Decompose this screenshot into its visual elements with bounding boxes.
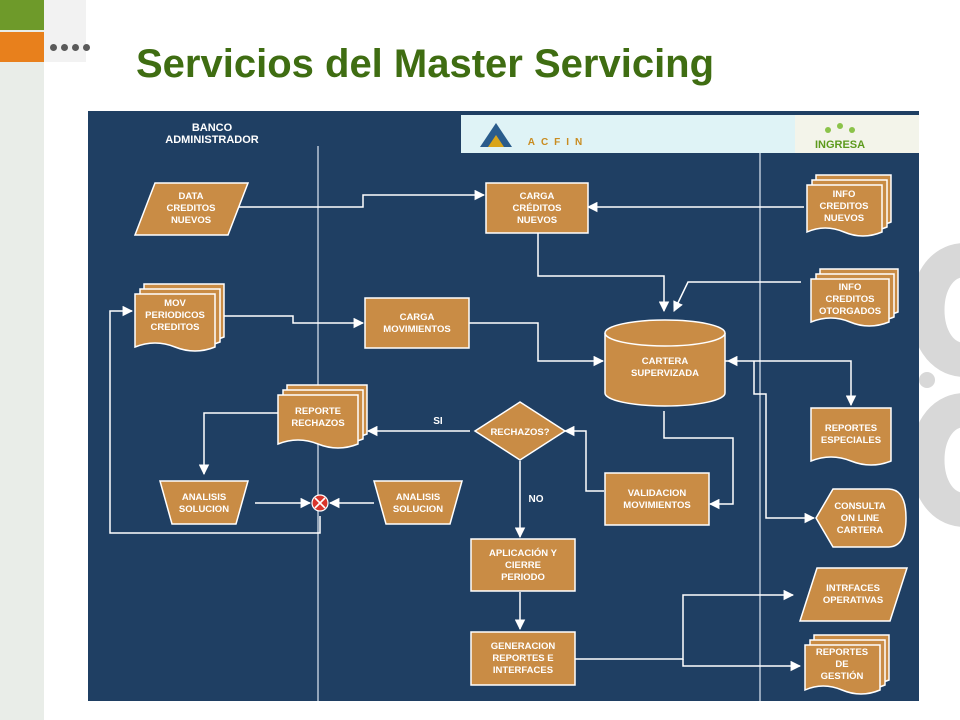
node-carga-creditos-nuevos-shape — [485, 182, 589, 234]
decor-green-block — [0, 0, 44, 30]
page-title: Servicios del Master Servicing — [136, 42, 715, 86]
decor-gray-strip — [44, 0, 86, 62]
decor-dots — [50, 44, 90, 51]
edge-label-no: NO — [529, 494, 544, 505]
svg-text:INGRESA: INGRESA — [815, 139, 865, 151]
node-carga-movimientos-shape — [364, 297, 470, 349]
left-decor-rail — [0, 0, 44, 720]
node-analisis-solucion-right-shape — [373, 480, 463, 525]
node-cartera-supervizada-shape — [604, 319, 726, 407]
node-reportes-gestion-shape — [804, 634, 890, 695]
acfin-logo: ACFIN — [461, 115, 795, 153]
background-watermark — [910, 243, 960, 527]
ingresa-logo: INGRESA — [795, 115, 919, 153]
node-interfaces-operativas-shape — [798, 567, 909, 622]
node-analisis-solucion-left-shape — [159, 480, 249, 525]
edge-label-si: SI — [433, 416, 443, 427]
connectors — [109, 189, 857, 672]
node-aplicacion-cierre-shape — [470, 538, 576, 592]
node-info-creditos-otorgados-shape — [810, 268, 899, 327]
node-generacion-reportes-shape — [470, 631, 576, 686]
node-info-creditos-nuevos-shape — [806, 174, 892, 237]
node-data-creditos-nuevos-shape — [133, 182, 250, 236]
node-reportes-especiales-shape — [810, 407, 892, 466]
node-consulta-online-shape — [815, 488, 907, 548]
svg-text:ACFIN: ACFIN — [528, 137, 589, 148]
merge-x-icon — [311, 494, 329, 512]
decor-orange-block — [0, 32, 44, 62]
node-rechazos: RECHAZOS? — [490, 427, 549, 438]
node-rechazos-shape — [473, 401, 567, 461]
node-reporte-rechazos-shape — [277, 384, 368, 449]
node-validacion-movimientos-shape — [604, 472, 710, 526]
node-mov-periodicos-shape — [134, 283, 225, 352]
